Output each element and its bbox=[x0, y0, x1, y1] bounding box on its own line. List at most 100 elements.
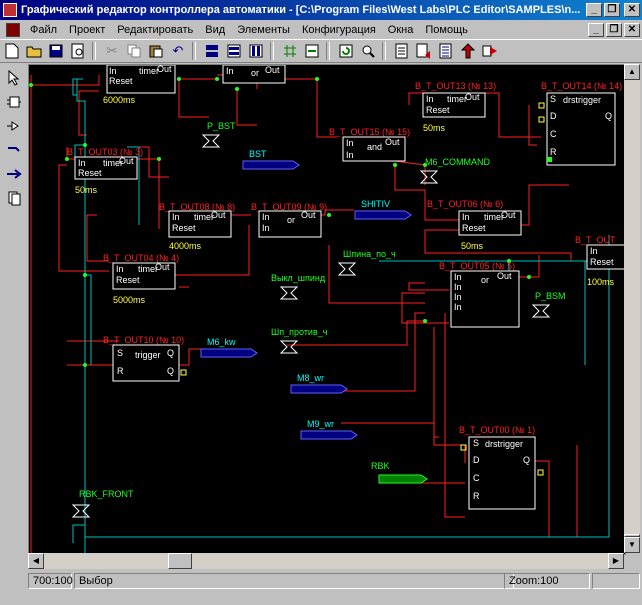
signal-pin-icon[interactable] bbox=[290, 384, 348, 394]
or-block-b-t-out09[interactable]: In or Out In bbox=[258, 210, 322, 238]
signal-pin-icon[interactable] bbox=[378, 474, 428, 484]
scroll-up-button[interactable]: ▲ bbox=[624, 64, 640, 80]
timer-block-b-t-out-top[interactable]: In timer Out Reset bbox=[106, 65, 176, 94]
signal-connector-icon[interactable] bbox=[337, 262, 357, 276]
drstrigger-block-b-t-out14[interactable]: S drstrigger D Q C R bbox=[546, 92, 616, 166]
scroll-down-button[interactable]: ▼ bbox=[624, 537, 640, 553]
doc-minimize-button[interactable]: _ bbox=[588, 22, 604, 37]
copy-icon[interactable] bbox=[124, 41, 144, 61]
list-icon[interactable] bbox=[436, 41, 456, 61]
run-icon[interactable] bbox=[480, 41, 500, 61]
pin-label: S bbox=[473, 438, 479, 448]
trigger-block-b-t-out10[interactable]: S trigger Q R Q bbox=[112, 344, 180, 382]
diagram-canvas[interactable]: In timer Out Reset 6000ms In or Out P_BS… bbox=[28, 64, 626, 555]
block-type-label: trigger bbox=[135, 350, 161, 360]
pin-label: In bbox=[226, 66, 234, 76]
signal-connector-icon[interactable] bbox=[279, 340, 299, 354]
restore-button[interactable]: ❐ bbox=[604, 3, 620, 17]
output-pin-icon[interactable] bbox=[4, 164, 24, 184]
timer-block-b-t-out06[interactable]: In timer Out Reset bbox=[458, 210, 522, 236]
signal-pin-icon[interactable] bbox=[300, 430, 358, 440]
print-preview-icon[interactable] bbox=[68, 41, 88, 61]
open-folder-icon[interactable] bbox=[24, 41, 44, 61]
or-block-b-t-out05[interactable]: In In In In or Out bbox=[450, 270, 520, 328]
new-file-icon[interactable] bbox=[2, 41, 22, 61]
scroll-thumb[interactable] bbox=[168, 553, 192, 569]
layout-rows-icon[interactable] bbox=[224, 41, 244, 61]
menu-configuration[interactable]: Конфигурация bbox=[301, 23, 376, 36]
menu-elements[interactable]: Элементы bbox=[237, 23, 290, 36]
pin-label: Out bbox=[501, 210, 516, 220]
refresh-icon[interactable] bbox=[336, 41, 356, 61]
minimize-button[interactable]: _ bbox=[586, 3, 602, 17]
close-button[interactable]: ✕ bbox=[624, 3, 640, 17]
signal-label: Шп_против_ч bbox=[271, 327, 328, 337]
save-icon[interactable] bbox=[46, 41, 66, 61]
pin-label: In bbox=[346, 150, 354, 160]
pin-label: In bbox=[590, 246, 598, 256]
cut-icon[interactable]: ✂ bbox=[106, 43, 118, 58]
document-icon[interactable] bbox=[392, 41, 412, 61]
scroll-thumb[interactable] bbox=[624, 534, 640, 537]
signal-label: Выкл_шпинд bbox=[271, 273, 326, 283]
block-type-label: timer bbox=[103, 158, 123, 168]
pin-label: In bbox=[262, 212, 270, 222]
paste-icon[interactable] bbox=[146, 41, 166, 61]
signal-connector-icon[interactable] bbox=[531, 304, 551, 318]
scroll-left-button[interactable]: ◀ bbox=[28, 553, 44, 569]
or-block-top[interactable]: In or Out bbox=[222, 65, 286, 84]
signal-label: M9_wr bbox=[307, 419, 334, 429]
toolbar-separator bbox=[382, 42, 386, 60]
signal-pin-icon[interactable] bbox=[200, 348, 258, 358]
horizontal-scrollbar[interactable]: ◀ ▶ bbox=[28, 553, 624, 569]
doc-close-button[interactable]: ✕ bbox=[624, 22, 640, 37]
menu-edit[interactable]: Редактировать bbox=[117, 23, 194, 36]
align-icon[interactable] bbox=[202, 41, 222, 61]
signal-connector-icon[interactable] bbox=[201, 134, 221, 148]
signal-connector-icon[interactable] bbox=[419, 170, 439, 184]
document-icon[interactable] bbox=[6, 22, 20, 37]
timer-block-b-t-out-right[interactable]: In Reset bbox=[586, 244, 625, 270]
timer-block-b-t-out13[interactable]: In timer Out Reset bbox=[422, 92, 486, 118]
timer-block-b-t-out03[interactable]: In timer Out Reset bbox=[74, 156, 138, 180]
signal-pin-icon[interactable] bbox=[242, 160, 300, 170]
pointer-icon[interactable] bbox=[4, 68, 24, 88]
input-pin-icon[interactable] bbox=[4, 116, 24, 136]
title-bar[interactable]: Графический редактор контроллера автомат… bbox=[0, 0, 642, 20]
layout-columns-icon[interactable] bbox=[246, 41, 266, 61]
timer-block-b-t-out04[interactable]: In timer Out Reset bbox=[112, 262, 176, 290]
undo-icon[interactable]: ↶ bbox=[172, 43, 184, 58]
menu-help[interactable]: Помощь bbox=[425, 23, 468, 36]
pin-label: C bbox=[473, 473, 480, 483]
block-type-label: or bbox=[481, 275, 489, 285]
signal-connector-icon[interactable] bbox=[71, 504, 91, 518]
signal-pin-icon[interactable] bbox=[354, 210, 412, 220]
block-label: B_T_OUT bbox=[575, 235, 616, 245]
timer-block-icon[interactable] bbox=[4, 92, 24, 112]
signal-label: RBK bbox=[371, 461, 390, 471]
block-type-label: or bbox=[287, 215, 295, 225]
scroll-right-button[interactable]: ▶ bbox=[608, 553, 624, 569]
connect-icon[interactable] bbox=[302, 41, 322, 61]
pin-label: D bbox=[550, 111, 557, 121]
drstrigger-block-b-t-out00[interactable]: S drstrigger D Q C R bbox=[468, 436, 536, 510]
search-icon[interactable] bbox=[358, 41, 378, 61]
delay-label: 50ms bbox=[75, 185, 98, 195]
signal-label: P_BSM bbox=[535, 291, 566, 301]
menu-windows[interactable]: Окна bbox=[387, 23, 414, 36]
vertical-scrollbar[interactable]: ▲ ▼ bbox=[624, 64, 640, 553]
grid-icon[interactable] bbox=[280, 41, 300, 61]
upload-icon[interactable] bbox=[414, 41, 434, 61]
signal-connector-icon[interactable] bbox=[279, 286, 299, 300]
menu-project[interactable]: Проект bbox=[69, 23, 106, 36]
element-toolbar bbox=[0, 64, 26, 570]
doc-restore-button[interactable]: ❐ bbox=[606, 22, 622, 37]
wire-icon[interactable] bbox=[4, 140, 24, 160]
download-icon[interactable] bbox=[458, 41, 478, 61]
pin-label: In bbox=[78, 158, 86, 168]
and-block-b-t-out15[interactable]: In and Out In bbox=[342, 136, 406, 162]
menu-view[interactable]: Вид bbox=[205, 23, 226, 36]
copy-element-icon[interactable] bbox=[4, 188, 24, 208]
timer-block-b-t-out08[interactable]: In timer Out Reset bbox=[168, 210, 232, 238]
menu-file[interactable]: Файл bbox=[30, 23, 58, 36]
